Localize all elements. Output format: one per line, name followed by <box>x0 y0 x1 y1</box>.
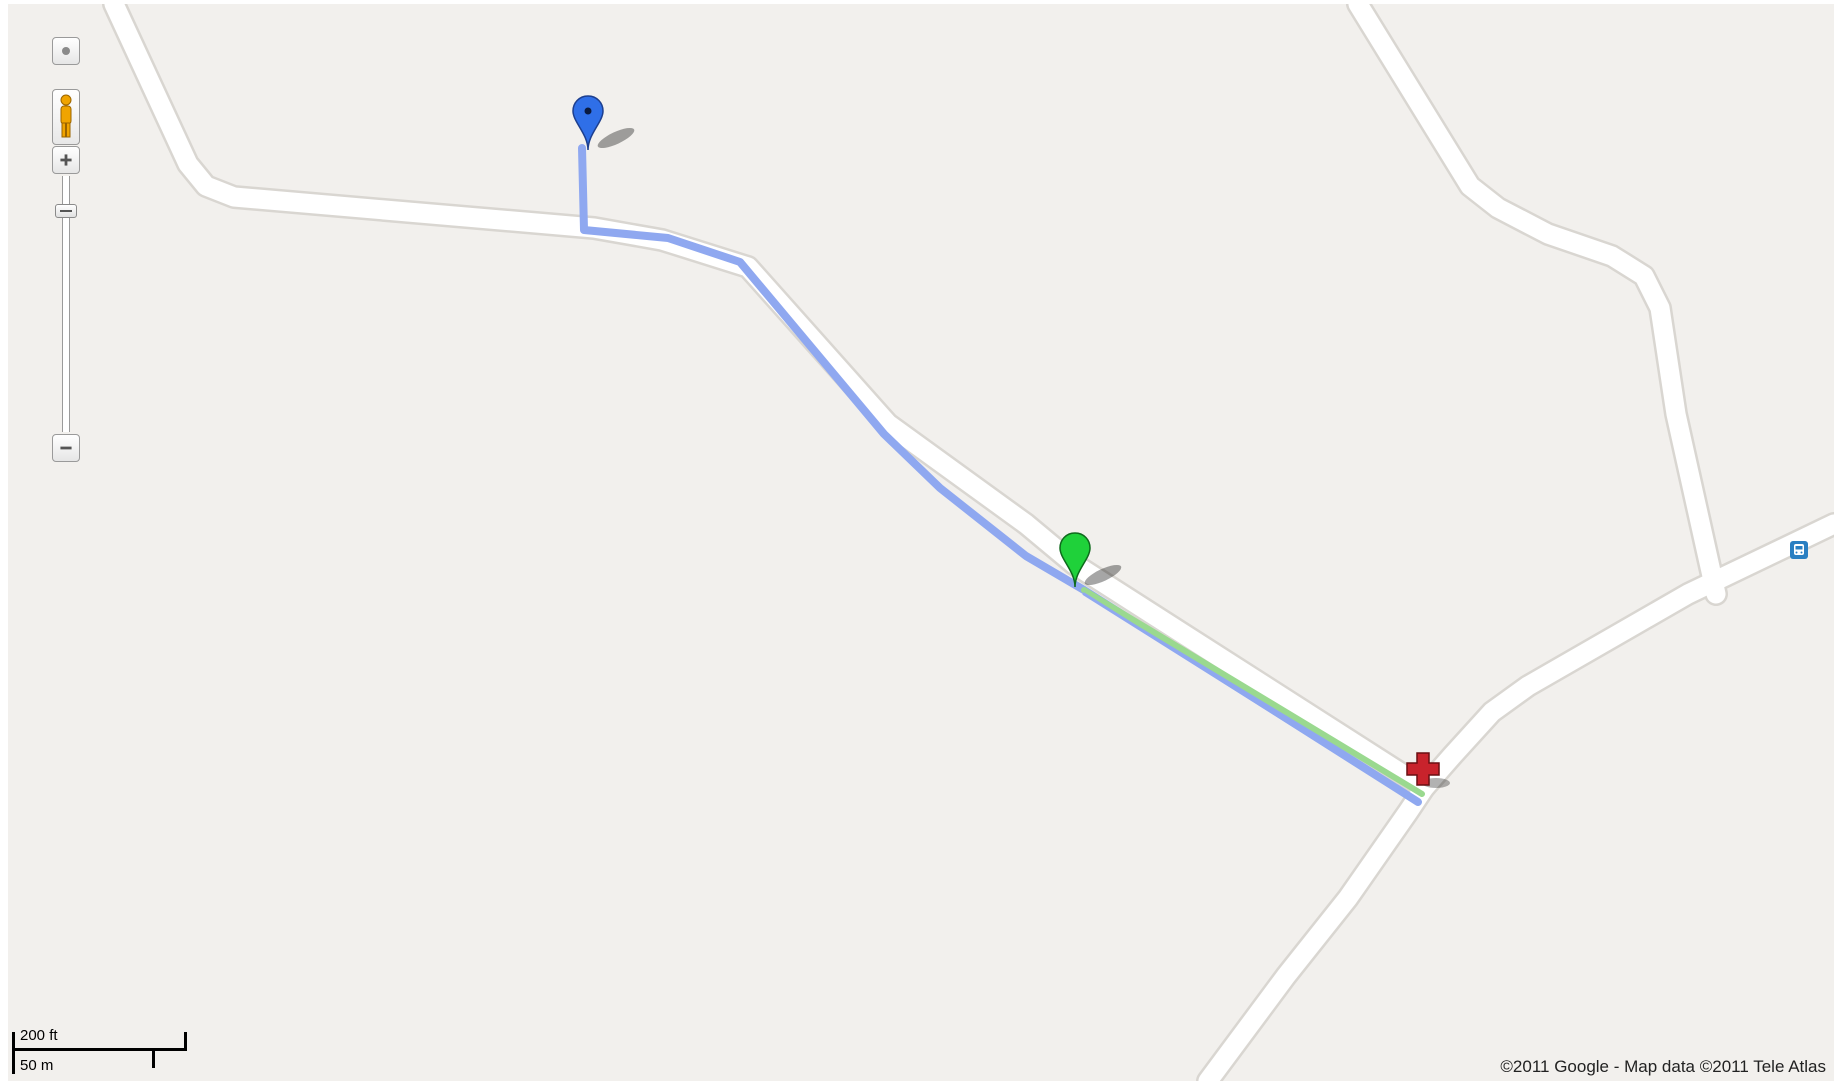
scale-metric-label: 50 m <box>20 1057 54 1074</box>
scale-bar <box>12 1032 187 1074</box>
map-canvas[interactable] <box>8 4 1834 1081</box>
green-pin-icon[interactable] <box>1059 531 1137 591</box>
bus-glyph <box>1794 544 1804 555</box>
zoom-slider-track[interactable] <box>62 176 70 432</box>
scale-imperial-label: 200 ft <box>20 1027 58 1044</box>
route-line-blue <box>578 144 1422 806</box>
blue-pin-icon[interactable] <box>572 94 650 154</box>
route-line-blue-overlay <box>1082 592 1420 806</box>
route-line-green <box>1081 587 1425 797</box>
map-attribution: ©2011 Google - Map data ©2011 Tele Atlas <box>1500 1057 1826 1076</box>
pegman-icon[interactable] <box>52 89 80 145</box>
plus-icon <box>60 154 72 166</box>
road-northeast-fill <box>1348 4 1726 604</box>
zoom-slider-thumb[interactable] <box>55 204 77 218</box>
pegman-figure <box>60 94 72 138</box>
bus-icon[interactable] <box>1790 541 1808 559</box>
road-northwest-fill <box>104 4 1434 798</box>
minus-icon <box>60 446 72 450</box>
road-east <box>1196 512 1834 1081</box>
road-east-fill <box>1198 514 1834 1081</box>
zoom-out-button[interactable] <box>52 434 80 462</box>
red-cross-icon[interactable] <box>1404 751 1464 793</box>
pan-center-icon[interactable] <box>52 37 80 65</box>
map-roads-layer <box>102 4 1834 1081</box>
zoom-in-button[interactable] <box>52 146 80 174</box>
